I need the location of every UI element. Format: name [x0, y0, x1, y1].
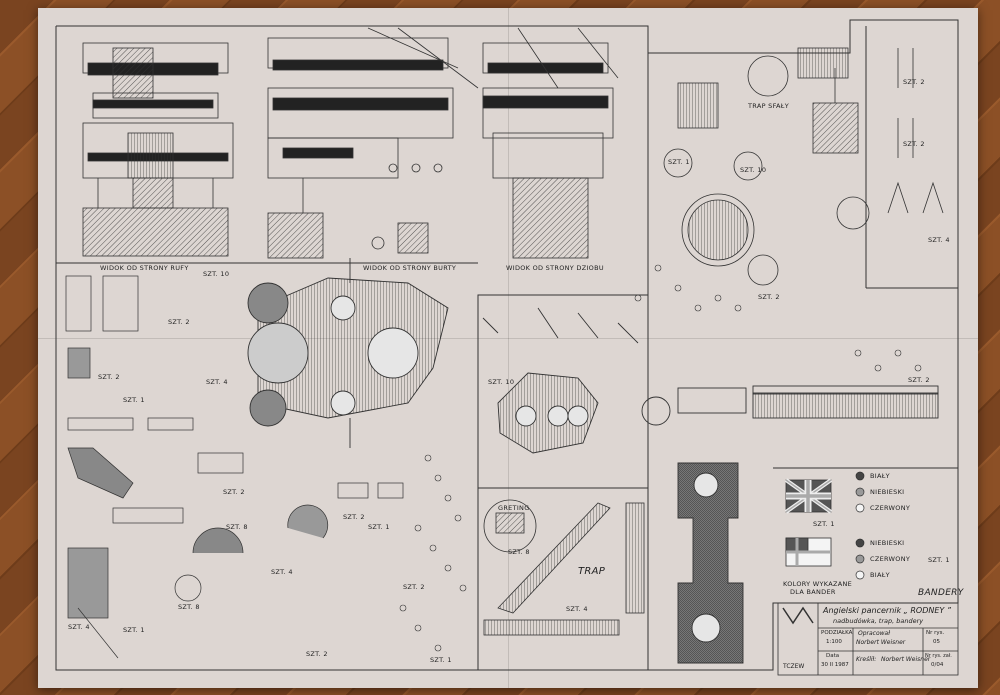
legend-label-red: CZERWONY	[870, 504, 911, 512]
qty-label: SZT. 2	[223, 488, 245, 496]
fold-line-vertical	[508, 8, 509, 688]
date-label: Data	[826, 653, 840, 659]
qty-label: SZT. 10	[488, 378, 515, 386]
author-label: Opracował	[858, 630, 890, 637]
qty-label: SZT. 4	[68, 623, 90, 631]
subtitle-text: nadbudówka, trap, bandery	[833, 617, 924, 625]
date-value: 30 II 1987	[821, 662, 849, 668]
qty-label: SZT. 2	[168, 318, 190, 326]
sheet-value: 05	[933, 639, 940, 645]
legend-label-blue: NIEBIESKI	[870, 539, 905, 547]
qty-label: SZT. 2	[903, 78, 925, 86]
qty-label: SZT. 1	[668, 158, 690, 166]
qty-label: SZT. 8	[178, 603, 200, 611]
title-text: Angielski pancernik „ RODNEY ”	[823, 606, 951, 615]
long-vertical-part	[677, 385, 939, 664]
qty-label: SZT. 2	[403, 583, 425, 591]
label-greting: GRETING	[498, 504, 530, 512]
drawn-by-name: Norbert Weisner	[881, 656, 931, 663]
legend-label-red: CZERWONY	[870, 555, 911, 563]
qty-label: SZT. 1	[123, 626, 145, 634]
hexagonal-deck	[482, 307, 671, 454]
place-text: TCZEW	[783, 663, 805, 670]
author-name: Norbert Weisner	[856, 639, 906, 646]
qty-label: SZT. 8	[226, 523, 248, 531]
qty-label: SZT. 4	[271, 568, 293, 576]
qty-label: SZT. 10	[203, 270, 230, 278]
qty-label: SZT. 1	[368, 523, 390, 531]
qty-label: SZT. 1	[928, 556, 950, 564]
legend-swatches	[855, 471, 865, 580]
label-trap-stairs: TRAP SFAŁY	[748, 102, 789, 110]
fold-line-horizontal	[38, 338, 978, 339]
view-label-stern: WIDOK OD STRONY RUFY	[100, 264, 189, 272]
qty-label: SZT. 1	[430, 656, 452, 664]
deck-plan	[247, 258, 449, 448]
qty-label: SZT. 4	[206, 378, 228, 386]
drawn-by-label: Kreślił:	[856, 656, 877, 663]
legend-label-white: BIAŁY	[870, 472, 890, 480]
qty-label: SZT. 2	[343, 513, 365, 521]
flags	[784, 478, 833, 567]
qty-label: SZT. 1	[813, 520, 835, 528]
view-label-bow: WIDOK OD STRONY DZIOBU	[506, 264, 604, 272]
blueprint-drawing	[55, 19, 959, 676]
code-value: 0/04	[931, 662, 944, 668]
colors-note-line-2: DLA BANDER	[790, 588, 836, 596]
qty-label: SZT. 4	[566, 605, 588, 613]
qty-label: SZT. 2	[903, 140, 925, 148]
scale-value: 1:100	[826, 639, 842, 645]
sheet-label: Nr rys.	[926, 630, 945, 636]
qty-label: SZT. 2	[306, 650, 328, 658]
qty-label: SZT. 4	[928, 236, 950, 244]
small-fittings	[399, 264, 922, 652]
lower-left-parts	[65, 275, 404, 659]
view-label-side: WIDOK OD STRONY BURTY	[363, 264, 457, 272]
bow-view	[482, 27, 619, 259]
trap-and-greting	[483, 499, 645, 636]
colors-note-line-1: KOLORY WYKAZANE	[783, 580, 853, 588]
qty-label: SZT. 2	[908, 376, 930, 384]
scale-label: PODZIAŁKA	[821, 630, 853, 636]
side-view	[267, 27, 479, 259]
stern-view	[82, 42, 234, 257]
qty-label: SZT. 2	[98, 373, 120, 381]
qty-label: SZT. 8	[508, 548, 530, 556]
qty-label: SZT. 10	[740, 166, 767, 174]
label-trap: TRAP	[578, 566, 606, 577]
blueprint-sheet: WIDOK OD STRONY RUFY WIDOK OD STRONY BUR…	[38, 8, 978, 688]
qty-label: SZT. 2	[758, 293, 780, 301]
legend-label-blue: NIEBIESKI	[870, 488, 905, 496]
upper-right-parts	[663, 47, 944, 286]
legend-label-white: BIAŁY	[870, 571, 890, 579]
code-label: Nr rys. zał.	[925, 653, 952, 659]
title-block	[777, 602, 959, 676]
qty-label: SZT. 1	[123, 396, 145, 404]
label-flags: BANDERY	[918, 588, 964, 598]
